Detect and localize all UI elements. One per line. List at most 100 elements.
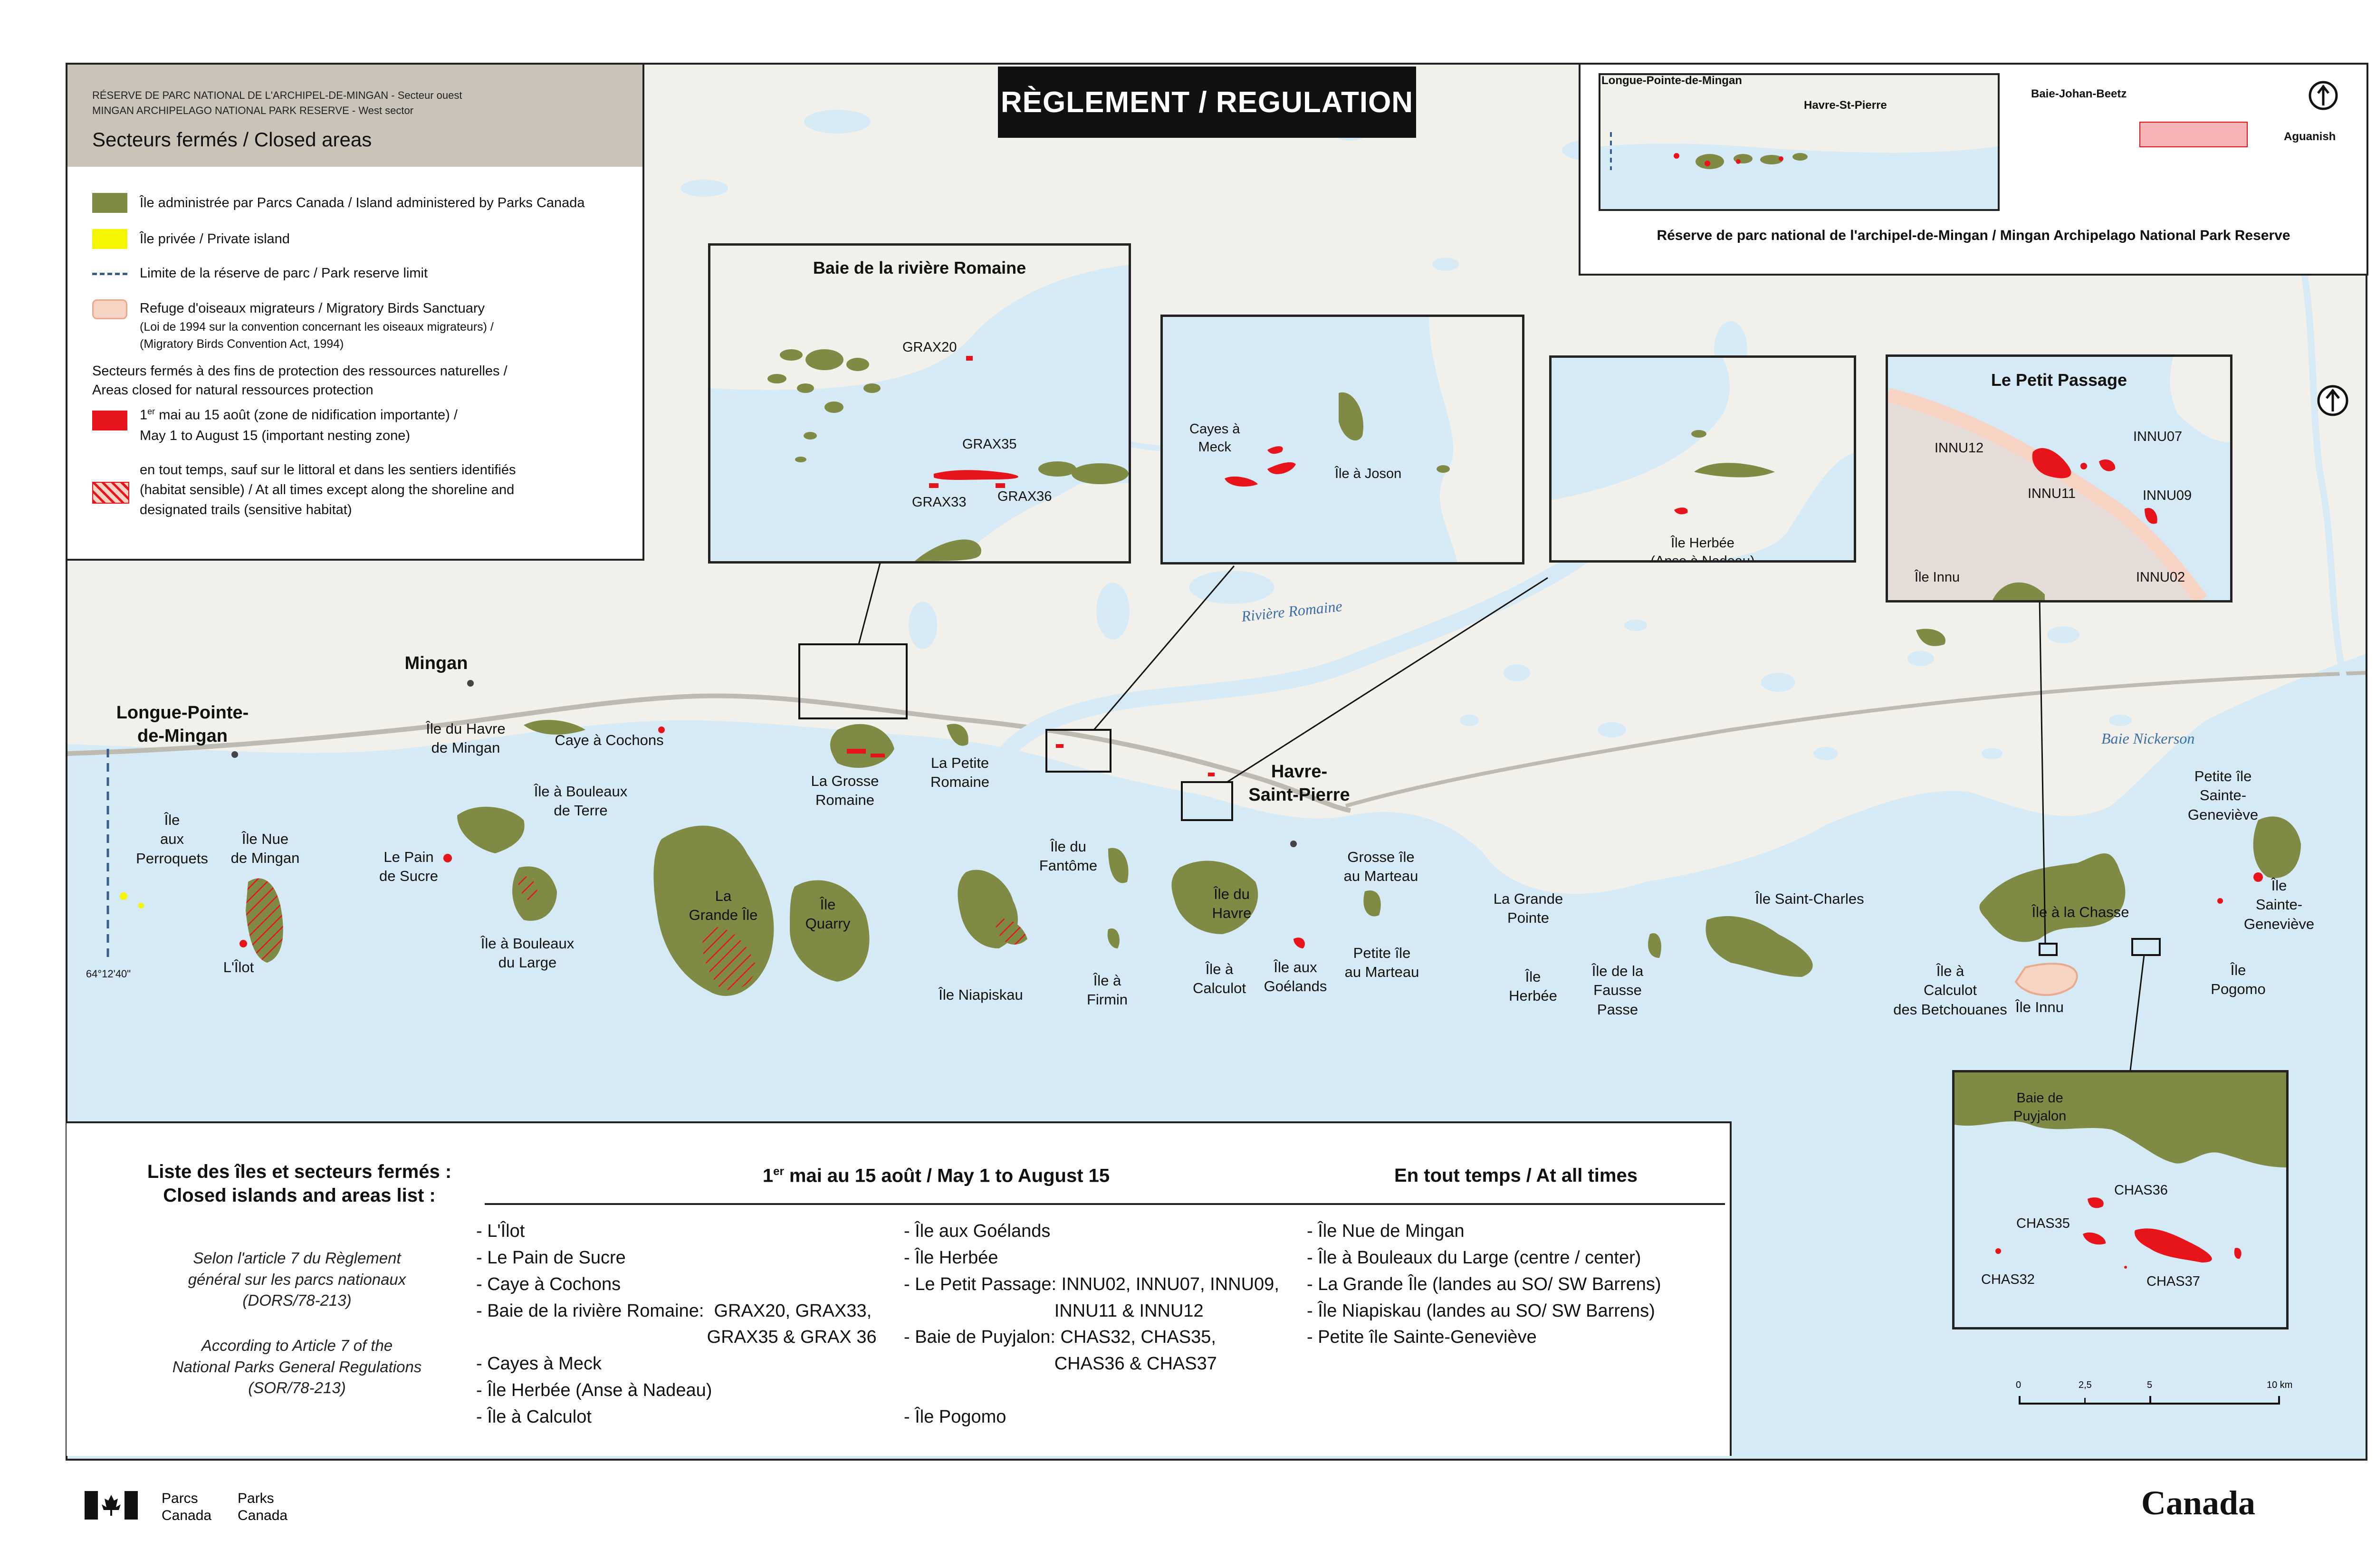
inset-passage-canvas xyxy=(1888,357,2230,600)
scale-tick-5: 5 xyxy=(2147,1380,2153,1390)
town-havre-saint-pierre: Havre- Saint-Pierre xyxy=(1248,762,1350,805)
inset-baie-riviere-romaine: Baie de la rivière Romaine GRAX20 GRAX35… xyxy=(708,243,1131,564)
overview-panel: Longue-Pointe-de-Mingan Havre-St-Pierre … xyxy=(1579,63,2368,276)
swatch-private-island xyxy=(92,229,127,249)
list-col1-rule xyxy=(485,1203,1326,1205)
legend-closed-hdr1: Secteurs fermés à des fins de protection… xyxy=(92,363,508,379)
list-item: - Île à Bouleaux du Large (centre / cent… xyxy=(1307,1247,1641,1268)
legend-alltimes-2: (habitat sensible) / At all times except… xyxy=(140,482,515,497)
island-label: Île Nue de Mingan xyxy=(230,831,300,867)
list-item: - Île Herbée xyxy=(904,1247,998,1268)
list-item: INNU11 & INNU12 xyxy=(904,1300,1204,1321)
inset-puyjalon-canvas xyxy=(1954,1072,2286,1269)
island-label: Petite île au Marteau xyxy=(1344,945,1419,981)
town-longue-pointe: Longue-Pointe- de-Mingan xyxy=(116,703,249,746)
overview-aguanish: Aguanish xyxy=(2284,130,2336,143)
private-island xyxy=(120,892,127,900)
legend-nesting-1: 1er mai au 15 août (zone de nidification… xyxy=(140,407,458,423)
inset-innu07: INNU07 xyxy=(2133,429,2183,444)
list-note-en: According to Article 7 of the National P… xyxy=(172,1337,422,1397)
inset-innu02: INNU02 xyxy=(2136,570,2185,585)
inset-locators xyxy=(798,643,2161,956)
island-label: Île à Bouleaux de Terre xyxy=(534,783,628,819)
list-heading-fr: Liste des îles et secteurs fermés : xyxy=(147,1161,452,1182)
island-label: Île aux Goélands xyxy=(1264,959,1327,995)
inset-chas37: CHAS37 xyxy=(2146,1274,2200,1289)
island-label: Île du Havre xyxy=(1212,886,1252,922)
island-label: Île du Havre de Mingan xyxy=(426,720,506,756)
overview-map xyxy=(1599,73,2000,211)
list-item: GRAX35 & GRAX 36 xyxy=(476,1327,877,1348)
inset-cayes-a-meck: Cayes à Meck Île à Joson xyxy=(1160,315,1524,564)
legend-nesting-2: May 1 to August 15 (important nesting zo… xyxy=(140,428,411,443)
page-title: RÈGLEMENT / REGULATION xyxy=(998,67,1416,138)
scale-tick-0: 0 xyxy=(2016,1380,2022,1390)
list-item: - Île à Calculot xyxy=(476,1407,592,1427)
inset-meck-label: Cayes à Meck xyxy=(1189,421,1240,455)
migratory-birds-sanctuary xyxy=(2014,963,2078,996)
label-baie-nickerson: Baie Nickerson xyxy=(2101,730,2195,747)
island-label: La Petite Romaine xyxy=(930,755,990,791)
ile-nue-de-mingan xyxy=(246,878,283,963)
overview-sanctuary xyxy=(2139,122,2248,147)
island-label: Île à Bouleaux du Large xyxy=(480,935,575,971)
list-item: - Caye à Cochons xyxy=(476,1274,621,1294)
overview-havre-st-pierre: Havre-St-Pierre xyxy=(1804,99,1887,112)
swatch-alltimes xyxy=(92,482,129,504)
inset-innu11: INNU11 xyxy=(2028,486,2076,501)
overview-baie-johan-beetz: Baie-Johan-Beetz xyxy=(2031,87,2127,100)
north-arrow-icon: N xyxy=(2317,385,2348,416)
legend-header: RÉSERVE DE PARC NATIONAL DE L'ARCHIPEL-D… xyxy=(67,65,642,167)
list-note-fr: Selon l'article 7 du Règlement général s… xyxy=(188,1249,406,1310)
closed-list-panel: Liste des îles et secteurs fermés : Clos… xyxy=(67,1121,1732,1456)
island-label: La Grande Île xyxy=(689,888,758,924)
legend-sanctuary-note2: (Migratory Birds Convention Act, 1994) xyxy=(140,337,344,351)
footer-parcs: Parcs Canada xyxy=(162,1491,212,1523)
legend-panel: RÉSERVE DE PARC NATIONAL DE L'ARCHIPEL-D… xyxy=(66,63,644,561)
list-item: - Île aux Goélands xyxy=(904,1221,1051,1241)
legend-heading: Secteurs fermés / Closed areas xyxy=(92,128,372,151)
swatch-parks-island xyxy=(92,193,127,213)
list-heading-en: Closed islands and areas list : xyxy=(163,1185,436,1206)
list-item: - Île Nue de Mingan xyxy=(1307,1221,1465,1241)
island-label: Île Innu xyxy=(2015,999,2064,1015)
inset-romaine-grax35: GRAX35 xyxy=(962,437,1017,452)
closed-nesting xyxy=(240,727,2263,948)
canada-flag-icon xyxy=(85,1491,138,1520)
leader-lines xyxy=(858,554,2145,1075)
list-item: CHAS36 & CHAS37 xyxy=(904,1354,1217,1374)
island-label: La Grosse Romaine xyxy=(811,773,879,809)
island-label: Grosse île au Marteau xyxy=(1343,849,1418,885)
island-label: Île Pogomo xyxy=(2211,962,2266,998)
inset-romaine-grax36: GRAX36 xyxy=(997,489,1052,504)
island-label: Île à Calculot des Betchouanes xyxy=(1893,963,2007,1018)
inset-herbee-canvas xyxy=(1552,358,1854,560)
inset-passage-title: Le Petit Passage xyxy=(1991,370,2127,390)
inset-chas36: CHAS36 xyxy=(2114,1183,2168,1198)
legend-sanctuary-note1: (Loi de 1994 sur la convention concernan… xyxy=(140,320,494,334)
inset-romaine-grax20: GRAX20 xyxy=(902,340,957,355)
list-item: - Île Herbée (Anse à Nadeau) xyxy=(476,1380,712,1401)
list-item: - Petite île Sainte-Geneviève xyxy=(1307,1327,1537,1348)
inset-petit-passage: Le Petit Passage INNU12 INNU07 INNU11 IN… xyxy=(1886,354,2232,602)
inset-romaine-title: Baie de la rivière Romaine xyxy=(813,258,1026,277)
island-label: Île de la Fausse Passe xyxy=(1591,963,1644,1018)
swatch-nesting xyxy=(92,411,127,430)
towns xyxy=(231,680,1297,847)
island-label: Île à la Chasse xyxy=(2031,904,2129,920)
island-label: Île Saint-Charles xyxy=(1755,890,1864,907)
list-col1-head: 1er mai au 15 août / May 1 to August 15 xyxy=(762,1165,1110,1186)
footer-parks: Parks Canada xyxy=(238,1491,288,1523)
island-label: Île Sainte- Geneviève xyxy=(2243,877,2315,932)
list-item: - Cayes à Meck xyxy=(476,1354,602,1374)
island-label: Petite île Sainte- Geneviève xyxy=(2187,768,2259,823)
legend-park-line2: MINGAN ARCHIPELAGO NATIONAL PARK RESERVE… xyxy=(92,105,414,116)
legend-alltimes-1: en tout temps, sauf sur le littoral et d… xyxy=(140,462,516,478)
inset-puyjalon-label: Baie de Puyjalon xyxy=(2013,1090,2067,1124)
island-label: Île à Calculot xyxy=(1193,961,1246,997)
route-138 xyxy=(67,693,1351,813)
island-label: Île Herbée xyxy=(1509,968,1557,1004)
legend-park-line1: RÉSERVE DE PARC NATIONAL DE L'ARCHIPEL-D… xyxy=(92,89,462,101)
inset-meck-canvas xyxy=(1225,317,1522,562)
island-label: L'Îlot xyxy=(223,959,254,975)
